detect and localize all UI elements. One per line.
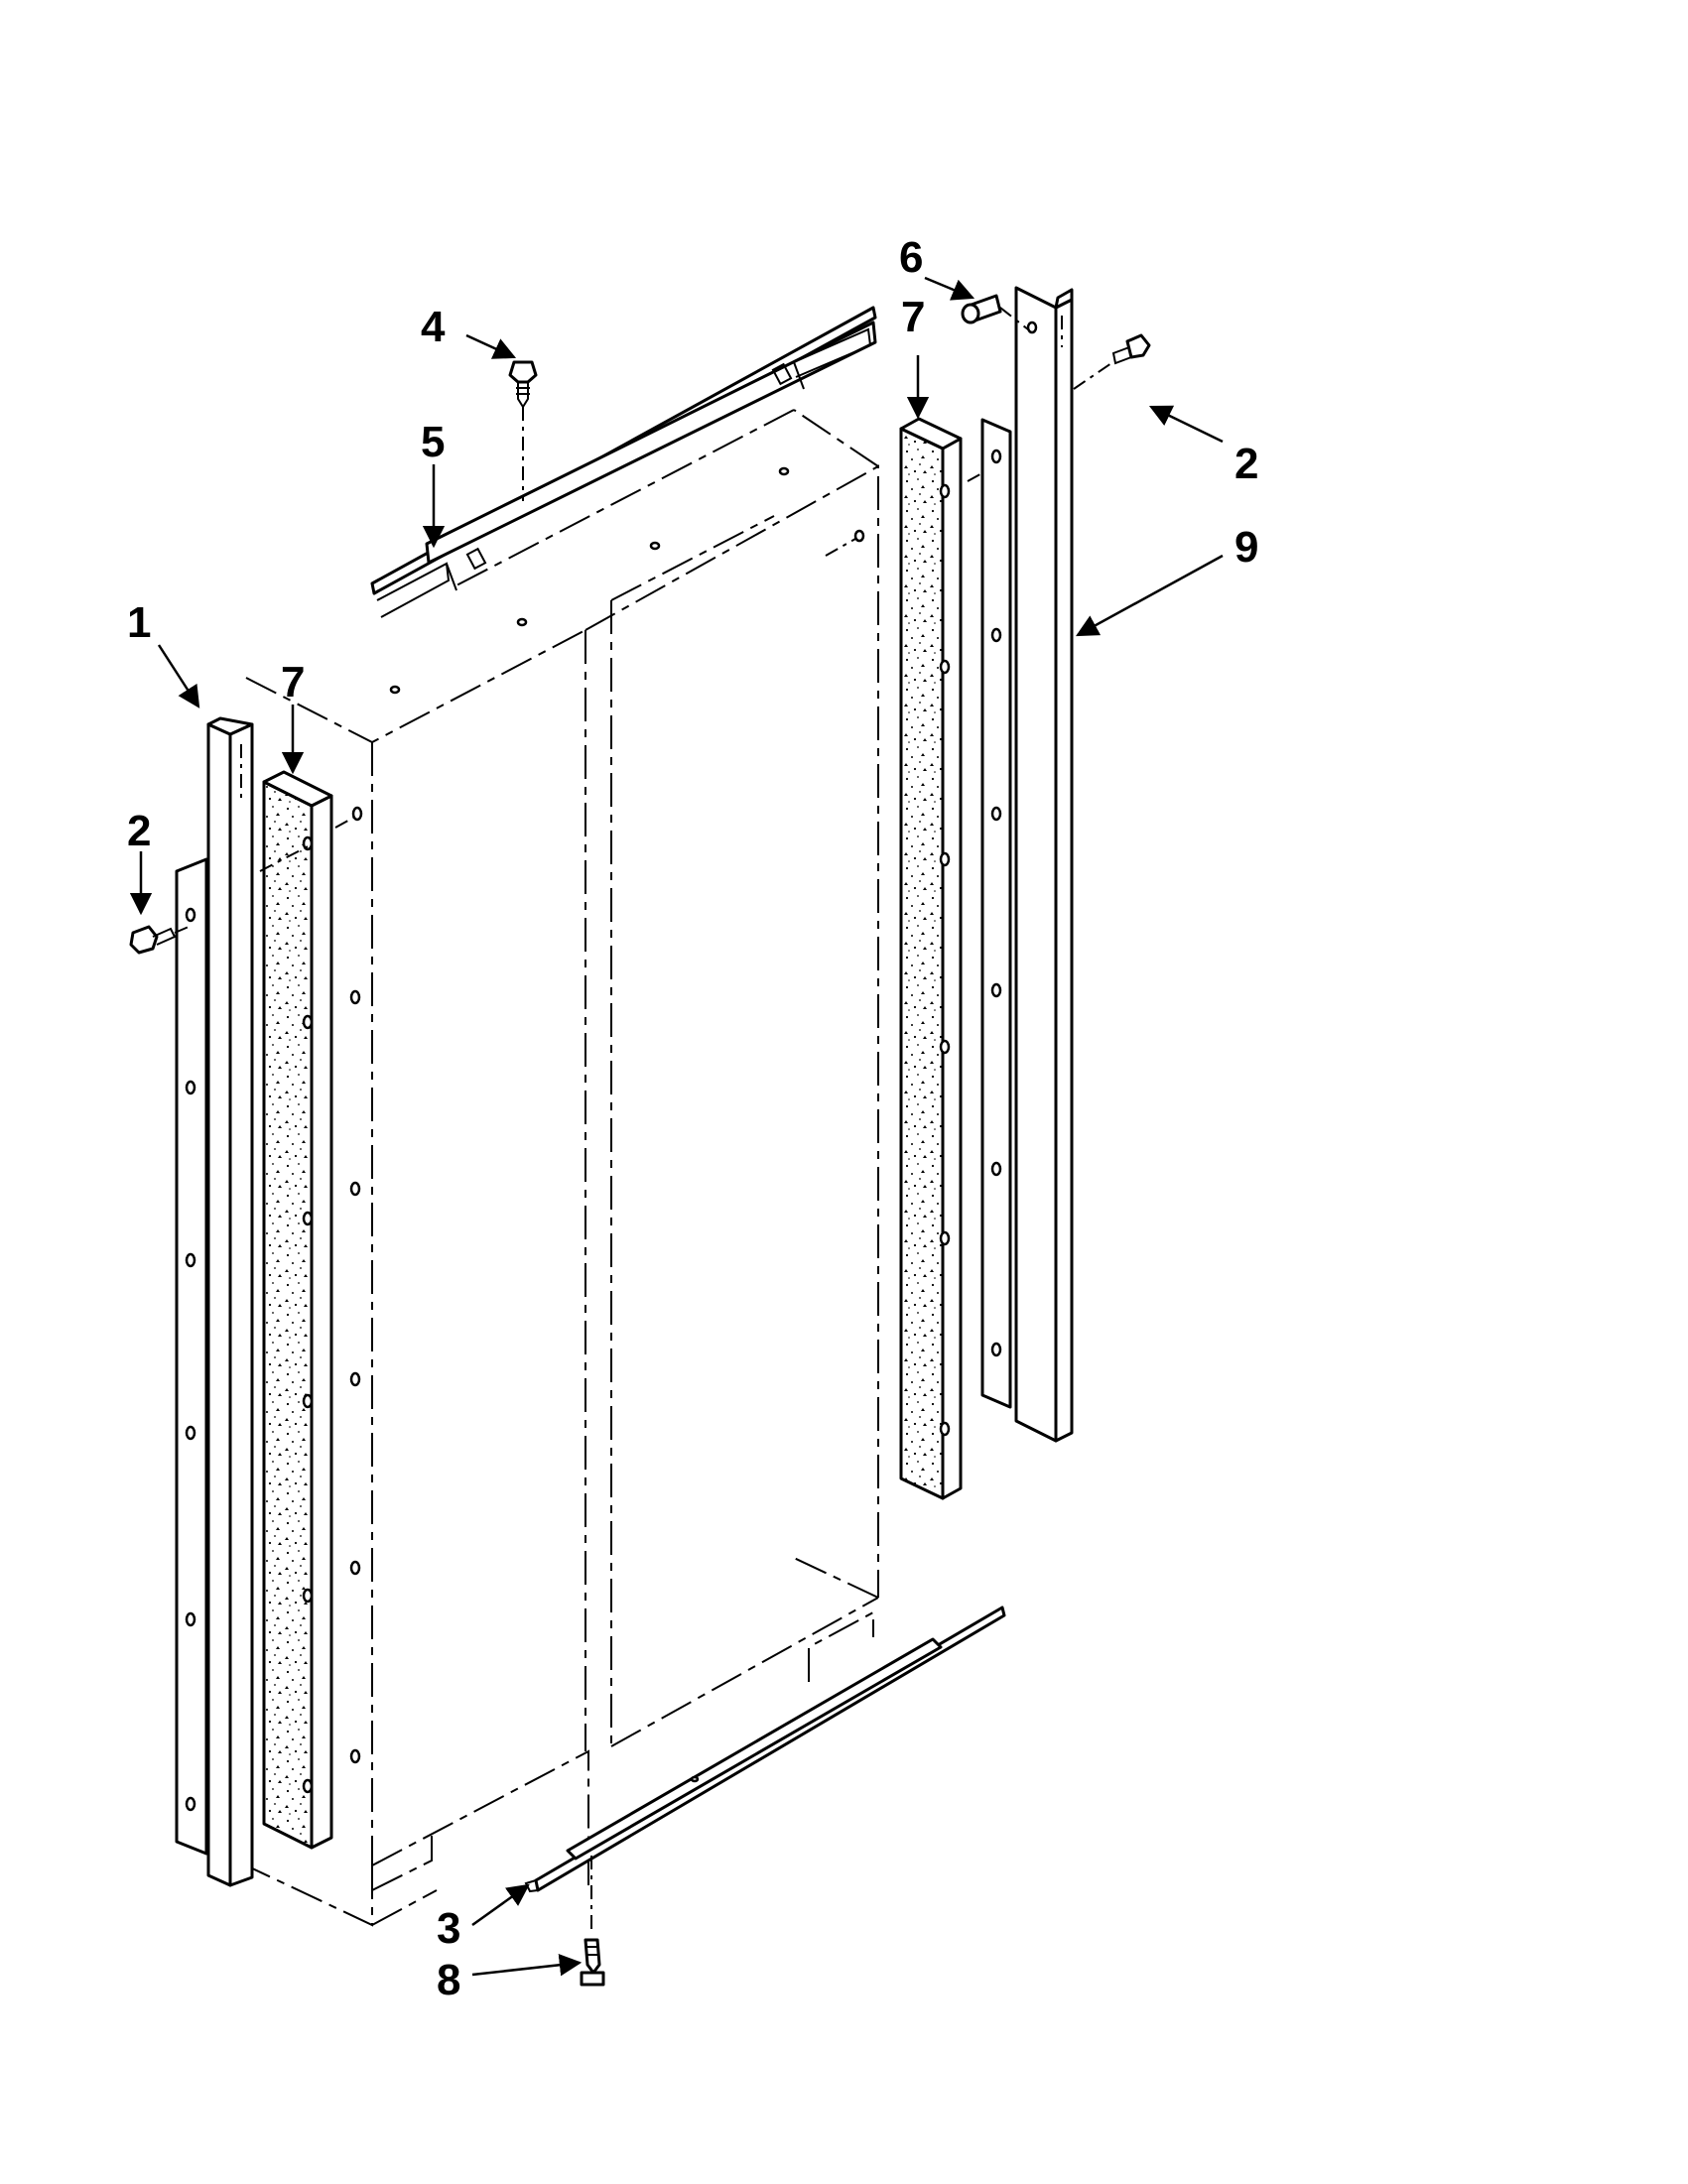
screw-part-8 — [580, 1856, 605, 1987]
foam-strip-part-7-left — [259, 770, 363, 1850]
screw-part-2-left — [129, 925, 190, 955]
cabinet-side-holes — [349, 989, 361, 1764]
side-trim-part-9 — [1014, 286, 1074, 1443]
callout-9: 9 — [1234, 523, 1258, 572]
leader-lines — [129, 276, 1224, 1977]
mounting-bracket-right — [980, 418, 1012, 1409]
callout-4: 4 — [421, 303, 446, 351]
bottom-brace-part-3 — [524, 1606, 1006, 1893]
foam-right-holes — [939, 483, 951, 1437]
spacer-part-6 — [961, 294, 1038, 334]
callout-7-right: 7 — [901, 293, 925, 341]
callout-2-left: 2 — [127, 807, 151, 855]
bracket-right-holes — [990, 449, 1002, 1357]
screw-part-2-right — [1073, 333, 1151, 390]
callout-5: 5 — [421, 418, 445, 466]
mounting-bracket-left — [175, 857, 208, 1856]
callout-labels: 1 2 7 4 5 6 7 2 9 3 8 — [127, 233, 1258, 2004]
side-trim-part-1 — [206, 716, 254, 1887]
foam-strip-part-7-right — [825, 417, 1003, 1500]
callout-6: 6 — [899, 233, 923, 282]
top-brace-part-5 — [370, 306, 877, 618]
cabinet-outline — [245, 409, 879, 1927]
foam-left-holes — [302, 835, 314, 1794]
callout-1: 1 — [127, 598, 151, 647]
callout-8: 8 — [437, 1956, 460, 2004]
callout-7-left: 7 — [281, 658, 305, 707]
callout-3: 3 — [437, 1904, 460, 1953]
callout-2-right: 2 — [1234, 440, 1258, 488]
screw-part-4 — [508, 360, 538, 501]
bracket-left-holes — [185, 907, 196, 1812]
